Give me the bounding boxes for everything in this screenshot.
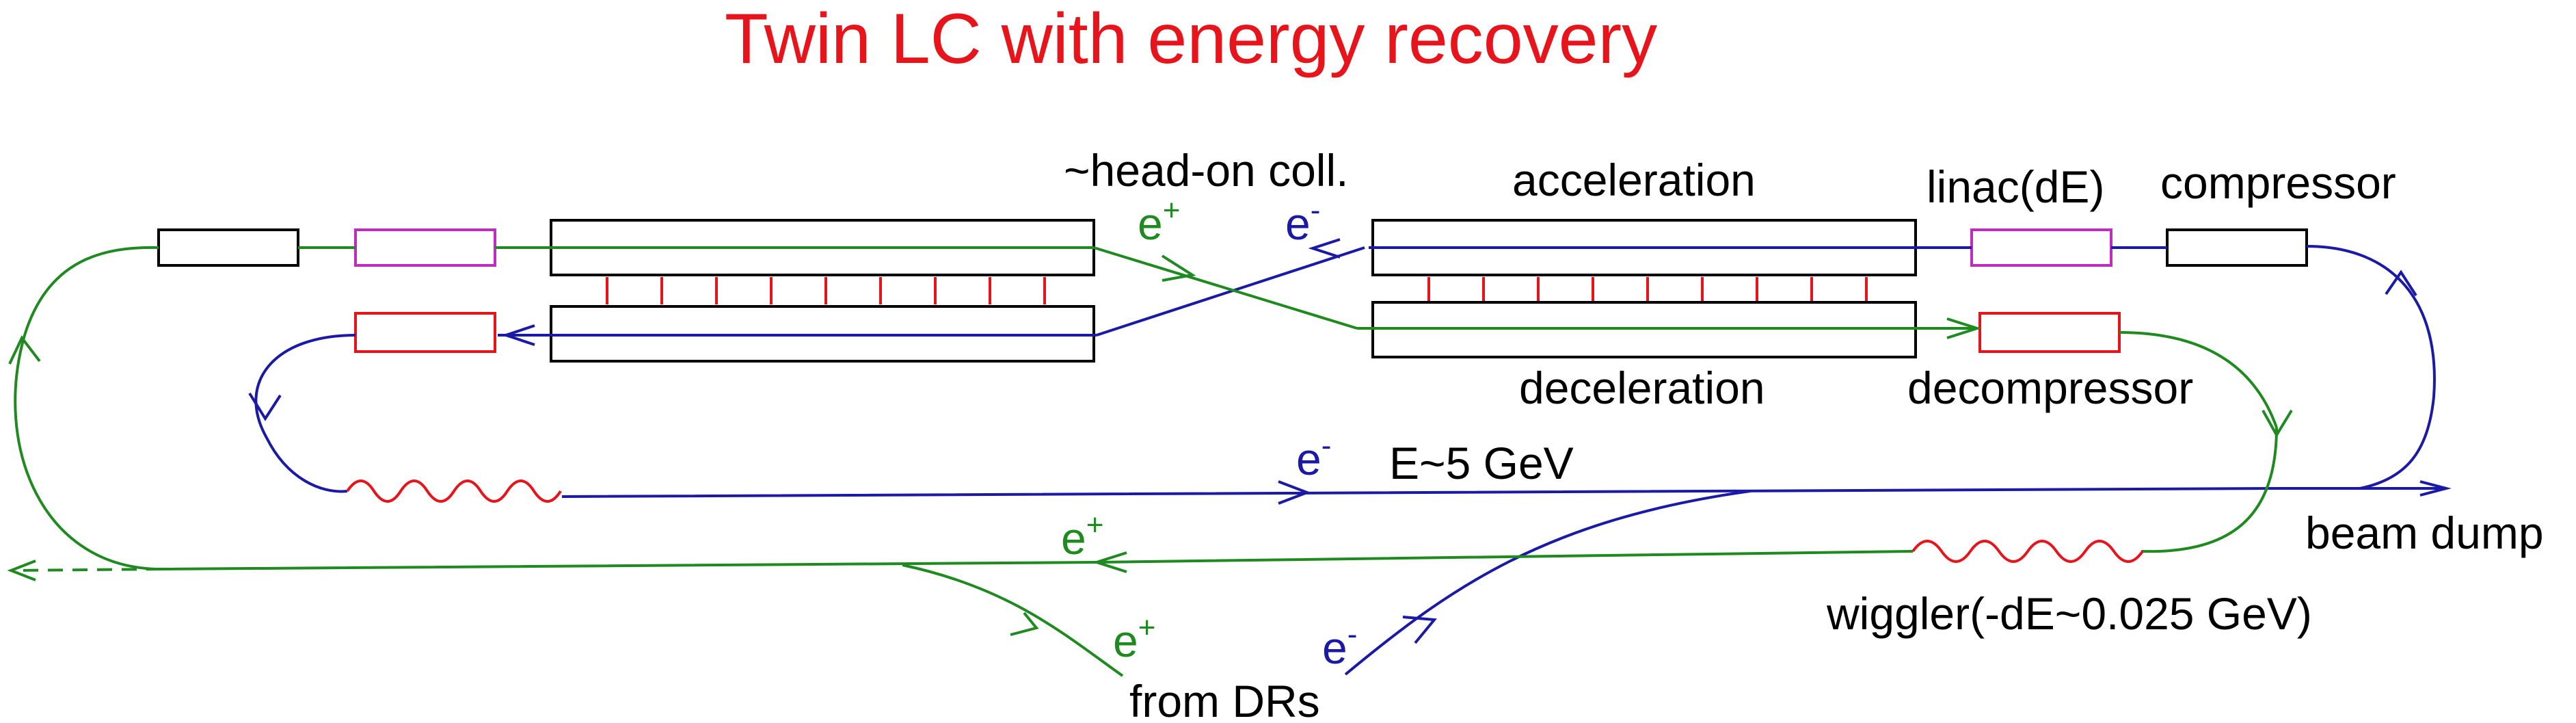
deceleration-label: deceleration [1519,363,1765,413]
positron-label-top: e+ [1138,194,1180,249]
from-drs-label: from DRs [1129,676,1320,723]
right-cavity-ticks [1427,277,1868,301]
electron-arrowheads [248,238,2452,644]
head-on-collision-label: ~head-on coll. [1064,145,1348,196]
left-compressor-box [157,228,299,267]
electron-wiggler [346,479,562,503]
positron-label-drs: e+ [1113,611,1155,666]
positron-arrowheads [7,254,2293,636]
beam-dump-label: beam dump [2305,508,2544,558]
acceleration-label: acceleration [1512,155,1756,205]
linac-de-label: linac(dE) [1927,161,2104,212]
left-cavity-ticks [606,277,1046,304]
left-linac-de-box [354,228,496,267]
energy-label: E~5 GeV [1389,438,1574,488]
compressor-label: compressor [2160,157,2396,208]
positron-label-bottom: e+ [1061,508,1103,564]
diagram-title: Twin LC with energy recovery [725,0,1657,79]
electron-label-top: e- [1285,194,1320,249]
positron-exit-dashed [14,568,162,572]
right-decompressor-box [1978,312,2121,353]
positron-wiggler [1911,540,2144,563]
decompressor-label: decompressor [1907,363,2193,413]
electron-label-middle: e- [1296,429,1331,484]
wiggler-label: wiggler(-dE~0.025 GeV) [1826,588,2312,639]
right-linac-de-box [1970,228,2112,267]
left-decompressor-box [354,312,496,353]
right-compressor-box [2166,228,2308,267]
electron-label-bottom: e- [1322,618,1357,673]
